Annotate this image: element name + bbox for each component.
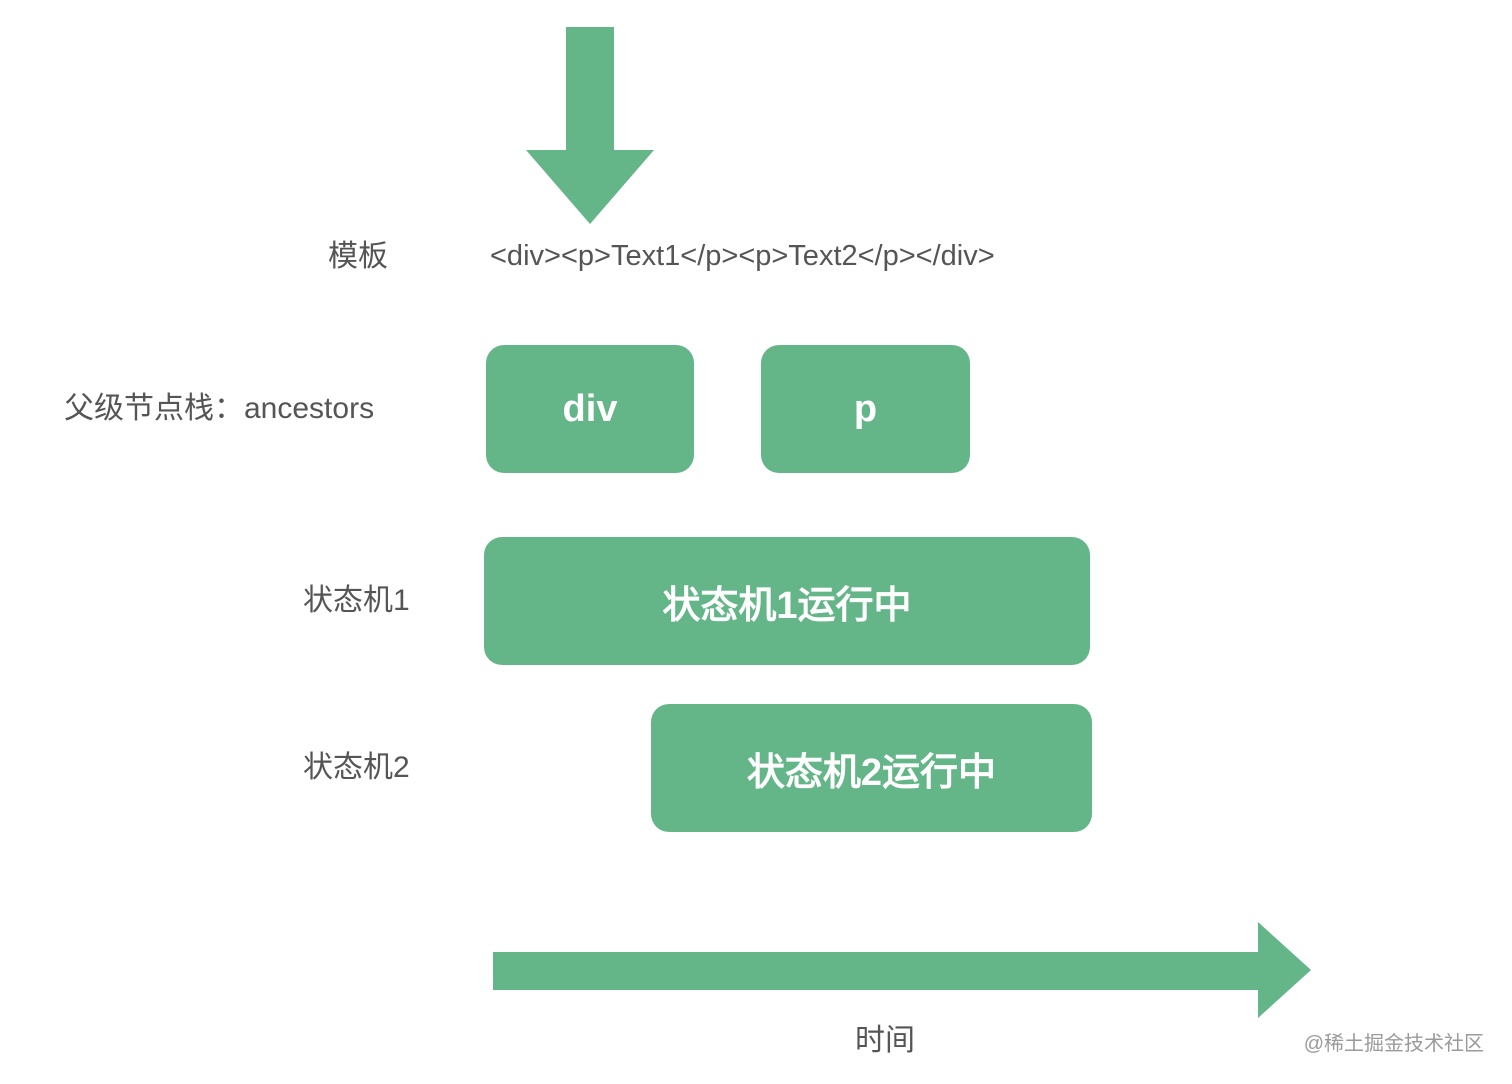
state-machine-2-box: 状态机2运行中 bbox=[651, 704, 1092, 832]
state-machine-2-status: 状态机2运行中 bbox=[746, 751, 997, 794]
ancestor-box-div: div bbox=[486, 345, 694, 473]
ancestor-box-div-label: div bbox=[562, 387, 618, 430]
state-machine-1-label: 状态机1 bbox=[303, 584, 410, 617]
ancestor-box-p: p bbox=[761, 345, 970, 473]
ancestor-box-p-label: p bbox=[853, 387, 878, 430]
state-machine-1-box: 状态机1运行中 bbox=[484, 537, 1090, 665]
ancestors-label: 父级节点栈：ancestors bbox=[64, 392, 375, 425]
state-machine-2-label: 状态机2 bbox=[303, 751, 410, 784]
template-code: <div><p>Text1</p><p>Text2</p></div> bbox=[490, 240, 995, 272]
template-label: 模板 bbox=[328, 240, 388, 273]
state-machine-1-status: 状态机1运行中 bbox=[662, 584, 912, 627]
time-axis-label: 时间 bbox=[855, 1024, 915, 1057]
watermark: @稀土掘金技术社区 bbox=[1303, 1033, 1484, 1055]
